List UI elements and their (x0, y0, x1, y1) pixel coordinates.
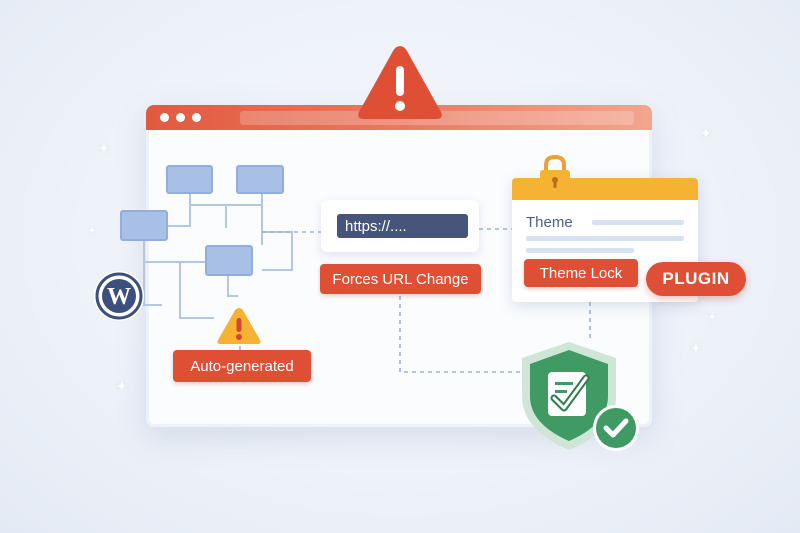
wordpress-logo-icon: W (93, 270, 145, 322)
window-dot (160, 113, 169, 122)
flowchart-node (120, 210, 168, 241)
sparkle-icon: ✦ (88, 226, 97, 237)
text-line (592, 220, 684, 225)
shield-checklist-icon (514, 338, 624, 454)
forces-url-change-label: Forces URL Change (320, 264, 481, 294)
text-line (526, 248, 634, 253)
sparkle-icon: ✦ (708, 312, 717, 323)
url-field: https://.... (337, 214, 468, 238)
window-dot (192, 113, 201, 122)
plugin-badge: PLUGIN (646, 262, 746, 296)
svg-text:W: W (107, 284, 131, 310)
sparkle-icon: ✦ (690, 340, 702, 356)
theme-lock-label: Theme Lock (524, 259, 638, 287)
sparkle-icon: ✦ (700, 125, 712, 141)
url-card: https://.... (321, 200, 479, 252)
check-circle-icon (592, 404, 640, 452)
warning-triangle-icon (355, 42, 445, 122)
auto-generated-label: Auto-generated (173, 350, 311, 382)
flowchart-node (205, 245, 253, 276)
theme-title: Theme (526, 214, 573, 231)
window-dot (176, 113, 185, 122)
flowchart-node (166, 165, 213, 194)
warning-triangle-icon (216, 306, 262, 346)
padlock-icon (537, 153, 573, 195)
flowchart-node (236, 165, 284, 194)
text-line (526, 236, 684, 241)
sparkle-icon: ✦ (98, 140, 110, 156)
sparkle-icon: ✦ (116, 378, 128, 394)
